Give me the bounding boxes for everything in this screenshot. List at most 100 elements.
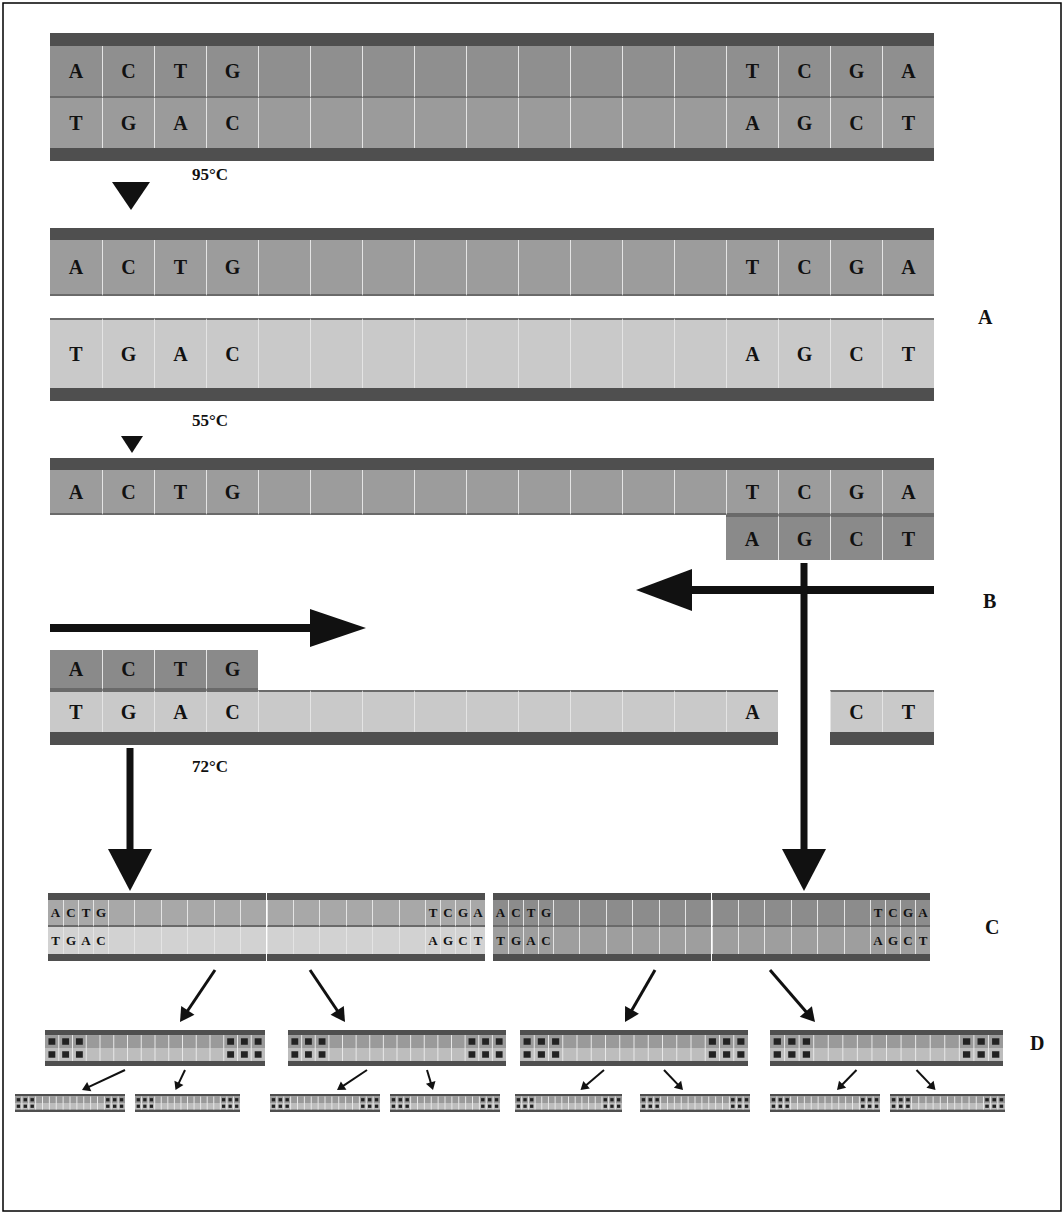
base-cell xyxy=(844,900,870,927)
base-cell xyxy=(570,318,622,388)
base-cell xyxy=(310,46,362,98)
base-cell xyxy=(134,927,160,954)
base-cell: T xyxy=(882,515,934,560)
backbone xyxy=(622,228,674,240)
base-letter: G xyxy=(121,344,137,364)
base-cell: G xyxy=(830,240,882,296)
base-mark xyxy=(517,1105,520,1108)
cell-divider xyxy=(648,1035,649,1061)
backbone xyxy=(414,228,466,240)
arrow-shaft xyxy=(127,748,134,850)
base-mark xyxy=(524,1038,531,1044)
cell-divider xyxy=(818,1097,819,1110)
base-mark xyxy=(785,1105,788,1108)
base-cell: C xyxy=(830,98,882,148)
backbone xyxy=(206,228,258,240)
arrow-head xyxy=(180,1006,194,1022)
base-mark xyxy=(642,1098,645,1101)
base-letter: T xyxy=(746,61,759,81)
cell-divider xyxy=(111,1097,112,1110)
backbone xyxy=(319,954,345,961)
backbone xyxy=(161,954,187,961)
backbone xyxy=(135,1109,240,1112)
cell-divider xyxy=(104,1097,105,1110)
cell-divider xyxy=(233,1097,234,1110)
base-mark xyxy=(530,1098,533,1101)
backbone xyxy=(882,148,934,161)
base-cell: G xyxy=(102,318,154,388)
cell-divider xyxy=(674,1097,675,1110)
backbone xyxy=(726,732,778,745)
temperature-label: 95°C xyxy=(192,166,228,185)
base-cell xyxy=(319,900,345,927)
copy-arrow xyxy=(82,1070,125,1091)
cell-divider xyxy=(954,1097,955,1110)
base-mark xyxy=(772,1105,775,1108)
base-cell: A xyxy=(50,240,102,296)
arrow-head xyxy=(636,569,692,611)
base-mark xyxy=(235,1098,238,1101)
backbone xyxy=(346,954,372,961)
base-mark xyxy=(488,1098,491,1101)
base-mark xyxy=(963,1051,970,1057)
backbone xyxy=(63,893,78,900)
base-letter: A xyxy=(81,934,90,947)
cell-divider xyxy=(838,1097,839,1110)
backbone xyxy=(606,893,632,900)
base-cell xyxy=(518,470,570,515)
base-cell xyxy=(518,240,570,296)
cell-divider xyxy=(154,1097,155,1110)
base-cell xyxy=(712,927,738,954)
base-cell: C xyxy=(900,927,915,954)
base-letter: C xyxy=(443,906,452,919)
cell-divider xyxy=(56,1097,57,1110)
cell-divider xyxy=(528,1097,529,1110)
base-cell xyxy=(570,98,622,148)
cell-divider xyxy=(28,1097,29,1110)
base-cell xyxy=(466,470,518,515)
base-letter: C xyxy=(66,906,75,919)
base-mark xyxy=(803,1051,810,1057)
backbone xyxy=(154,148,206,161)
copy-arrow xyxy=(917,1070,936,1090)
backbone xyxy=(900,893,915,900)
base-letter: G xyxy=(849,257,865,277)
cell-divider xyxy=(615,1097,616,1110)
base-cell xyxy=(108,900,134,927)
cell-divider xyxy=(70,1097,71,1110)
cell-divider xyxy=(311,1097,312,1110)
backbone xyxy=(440,893,455,900)
backbone xyxy=(267,954,293,961)
cell-divider xyxy=(676,1035,677,1061)
base-mark xyxy=(361,1105,364,1108)
base-mark xyxy=(120,1098,123,1101)
step-letter: D xyxy=(1030,1032,1044,1054)
backbone xyxy=(778,148,830,161)
backbone xyxy=(206,732,258,745)
cell-divider xyxy=(715,1097,716,1110)
base-mark xyxy=(655,1105,658,1108)
backbone xyxy=(726,33,778,46)
dna-strand: TGACAGCT xyxy=(50,318,934,401)
base-cell xyxy=(844,927,870,954)
base-mark xyxy=(137,1098,140,1101)
copy-arrow xyxy=(310,970,345,1022)
base-mark xyxy=(649,1105,652,1108)
backbone xyxy=(258,732,310,745)
cell-divider xyxy=(548,1035,549,1061)
cell-divider xyxy=(445,1097,446,1110)
arrow-shaft xyxy=(691,586,934,594)
base-mark xyxy=(992,1098,996,1101)
cell-divider xyxy=(155,1035,156,1061)
base-cell xyxy=(570,690,622,732)
base-mark xyxy=(227,1038,234,1044)
base-mark xyxy=(875,1098,878,1101)
base-mark xyxy=(469,1051,476,1057)
cell-divider xyxy=(304,1097,305,1110)
cell-divider xyxy=(857,1035,858,1061)
base-letter: G xyxy=(225,482,241,502)
arrow-head xyxy=(331,1006,345,1022)
cell-divider xyxy=(90,1097,91,1110)
base-cell: C xyxy=(455,927,470,954)
backbone xyxy=(830,148,882,161)
